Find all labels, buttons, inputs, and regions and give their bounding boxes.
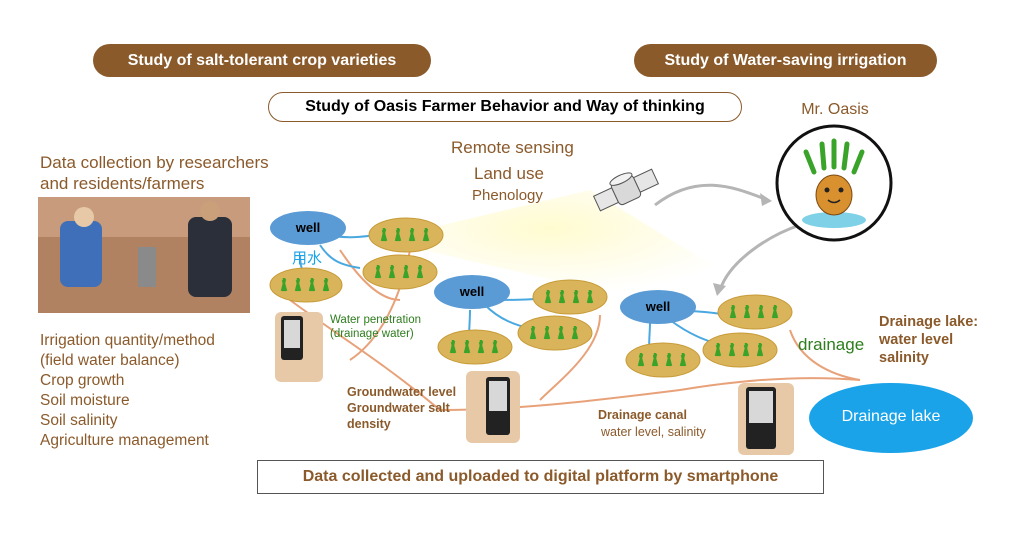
groundwater-label: Groundwater level Groundwater salt densi… (347, 384, 487, 432)
groundwater-salt-label: Groundwater salt density (347, 401, 450, 431)
mascot-name: Mr. Oasis (801, 101, 869, 118)
list-item: Crop growth (40, 372, 125, 389)
field (625, 342, 701, 378)
well-label: well (645, 299, 671, 314)
field (368, 217, 444, 253)
drainage-lake-description: Drainage lake: water level salinity (879, 313, 1009, 367)
list-item: Soil moisture (40, 392, 130, 409)
data-collection-title: Data collection by researchers and resid… (40, 153, 269, 193)
drainage-canals (289, 249, 861, 411)
field-photo (38, 197, 250, 313)
well-label: well (295, 220, 321, 235)
well-2 (434, 275, 510, 309)
field (532, 279, 608, 315)
mascot-body (815, 174, 853, 216)
palm-leaf-icon (803, 138, 865, 175)
list-item: Agriculture management (40, 432, 209, 449)
upload-banner: Data collected and uploaded to digital p… (257, 460, 824, 494)
arrow-head-icon (760, 193, 772, 206)
drainage-canal-sub-label: water level, salinity (601, 425, 706, 439)
water-saving-study-badge: Study of Water-saving irrigation (634, 44, 937, 77)
drainage-lake-title: Drainage lake: (879, 314, 979, 330)
field (269, 267, 343, 303)
groundwater-level-label: Groundwater level (347, 385, 457, 399)
field-group-1 (269, 217, 444, 303)
field (702, 332, 778, 368)
data-collection-list: Irrigation quantity/method (field water … (40, 331, 240, 451)
field (517, 315, 593, 351)
irrigation-water-label: 用水 (292, 250, 323, 267)
remote-sensing-title: Remote sensing (451, 138, 574, 157)
list-item: Soil salinity (40, 412, 118, 429)
well-1 (270, 211, 346, 245)
smartphone-icon (275, 312, 323, 382)
phenology-label: Phenology (472, 187, 543, 204)
field-group-2 (437, 279, 608, 365)
satellite-icon (592, 168, 660, 212)
well-label: well (459, 284, 485, 299)
arrow-head-icon (713, 283, 726, 296)
splash-icon (802, 212, 866, 228)
water-penetration-label: Water penetration (drainage water) (330, 314, 421, 340)
land-use-label: Land use (474, 164, 544, 183)
farmer-behavior-study-badge: Study of Oasis Farmer Behavior and Way o… (268, 92, 742, 122)
drainage-canal-label: Drainage canal (598, 408, 687, 422)
drainage-lake-water-level: water level (879, 332, 954, 348)
drainage-lake-shape (809, 383, 973, 453)
list-item: Irrigation quantity/method (field water … (40, 332, 215, 369)
well-3 (620, 290, 696, 324)
data-flow-arrows (654, 183, 801, 291)
field (717, 294, 793, 330)
field-group-3 (625, 294, 793, 378)
field (437, 329, 513, 365)
salt-tolerant-study-badge: Study of salt-tolerant crop varieties (93, 44, 431, 77)
sensing-beam (380, 190, 720, 300)
field (362, 254, 438, 290)
smartphone-icon (738, 383, 794, 455)
smartphone-icon (466, 371, 520, 443)
drainage-label: drainage (798, 335, 865, 354)
drainage-lake-label: Drainage lake (841, 408, 941, 425)
drainage-lake-salinity: salinity (879, 350, 929, 366)
